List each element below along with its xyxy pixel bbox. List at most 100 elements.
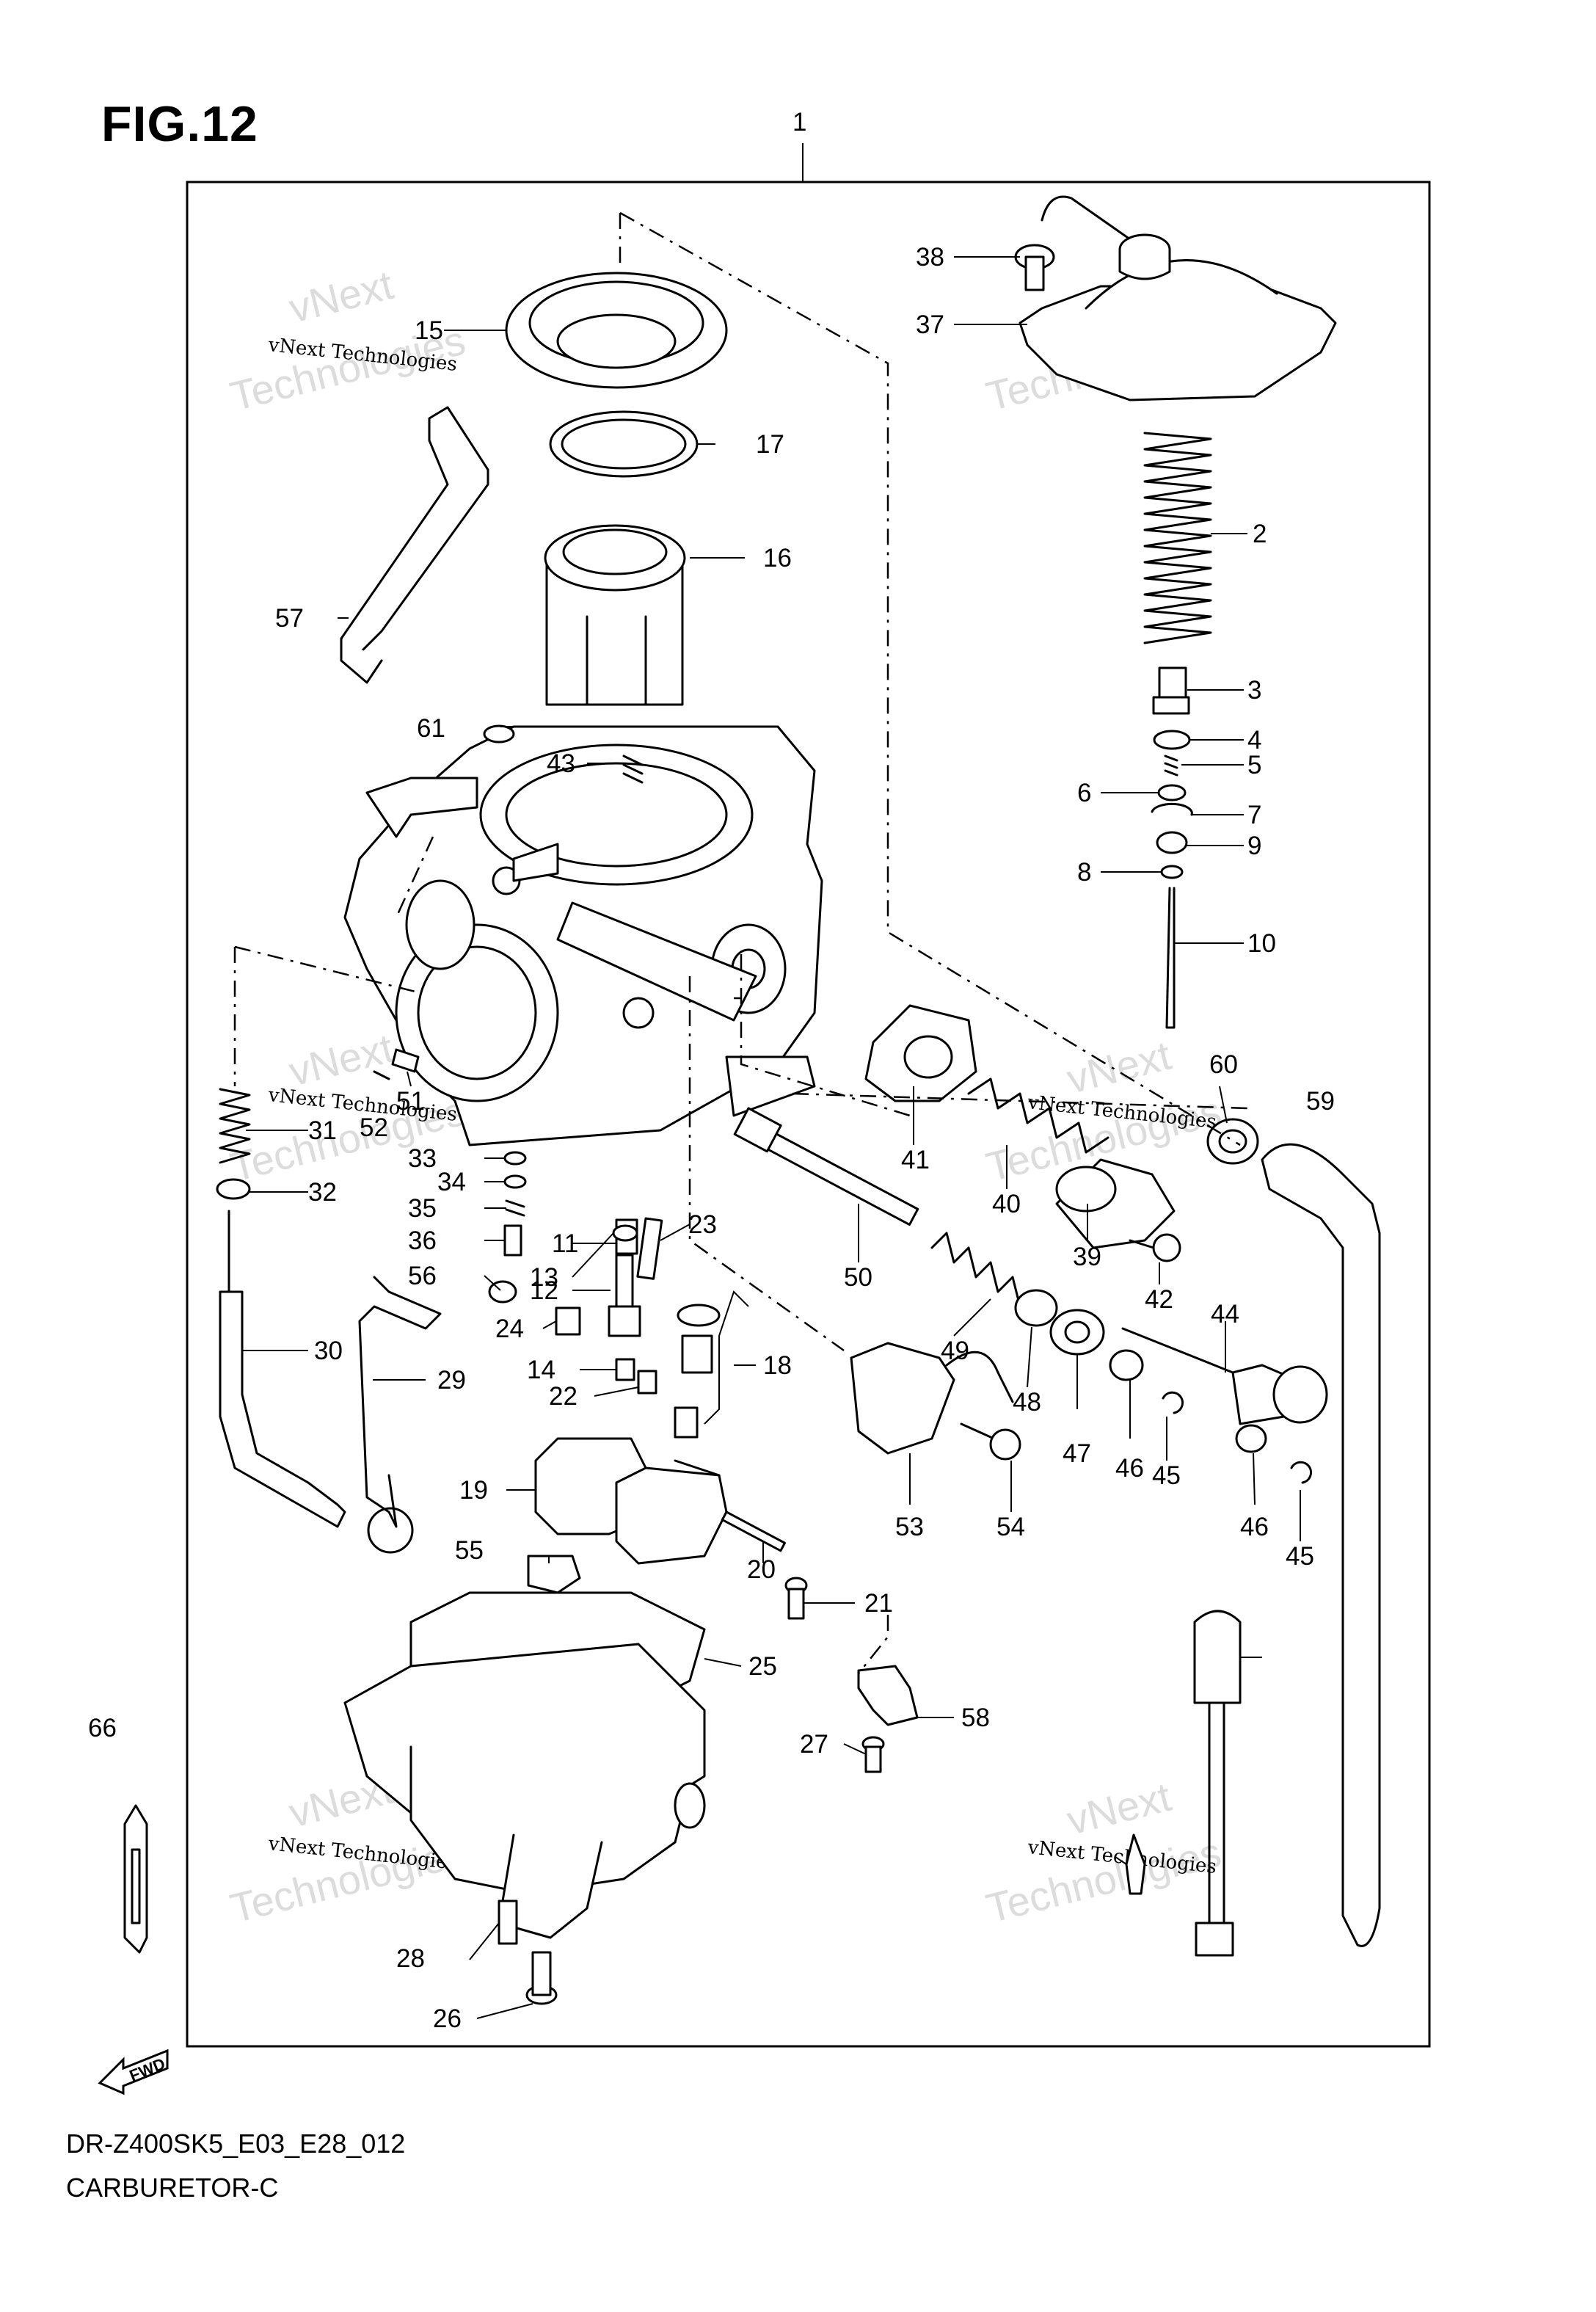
part-spring-40 bbox=[967, 1077, 1109, 1154]
callout-43: 43 bbox=[547, 749, 575, 778]
part-cable-30 bbox=[219, 1210, 414, 1554]
callout-12: 12 bbox=[530, 1276, 558, 1305]
part-clip-45b bbox=[1290, 1461, 1312, 1484]
callout-19: 19 bbox=[459, 1476, 488, 1505]
callout-55: 54 bbox=[996, 1513, 1025, 1541]
part-spring-31 bbox=[219, 1088, 251, 1164]
assembly-guides bbox=[233, 211, 1248, 1674]
callout-28: 28 bbox=[396, 1944, 425, 1973]
part-oring-13 bbox=[612, 1224, 638, 1242]
callout-3: 3 bbox=[1247, 676, 1261, 705]
callout-32: 32 bbox=[308, 1178, 337, 1207]
assembly-name: CARBURETOR-C bbox=[66, 2173, 279, 2203]
part-jet-14 bbox=[615, 1358, 635, 1381]
model-code: DR-Z400SK5_E03_E28_012 bbox=[66, 2129, 406, 2159]
parts-drawing bbox=[123, 195, 1381, 2005]
callout-54: 53 bbox=[895, 1513, 924, 1541]
part-clamp-59 bbox=[857, 1665, 919, 1726]
callout-2: 2 bbox=[1253, 520, 1267, 548]
callout-18: 18 bbox=[763, 1351, 792, 1380]
callout-14: 14 bbox=[527, 1356, 555, 1384]
part-oring-49 bbox=[1014, 1289, 1058, 1327]
callout-15: 15 bbox=[415, 316, 443, 345]
part-screw-55 bbox=[960, 1422, 1021, 1461]
part-washer-47 bbox=[1109, 1349, 1144, 1381]
callout-16: 16 bbox=[763, 544, 792, 572]
callout-45-a: 45 bbox=[1152, 1461, 1181, 1490]
callout-41: 41 bbox=[901, 1146, 930, 1174]
part-spring-43 bbox=[622, 755, 644, 784]
callout-13: 13 bbox=[530, 1263, 558, 1292]
part-oring-33 bbox=[503, 1151, 527, 1166]
callout-10: 10 bbox=[1247, 929, 1276, 958]
callout-39: 39 bbox=[1073, 1243, 1101, 1271]
callout-8: 8 bbox=[1077, 858, 1091, 887]
part-clip-45a bbox=[1162, 1391, 1184, 1414]
callout-20: 20 bbox=[747, 1555, 776, 1584]
callout-52: 51 bbox=[396, 1087, 425, 1116]
part-carburetor-body bbox=[343, 725, 823, 1146]
part-lever-44 bbox=[1121, 1327, 1328, 1425]
part-screw-22 bbox=[637, 1370, 657, 1395]
callout-37: 37 bbox=[916, 310, 944, 339]
callout-56: 55 bbox=[455, 1536, 484, 1565]
callout-5: 5 bbox=[1247, 751, 1261, 779]
callout-labels: 1 15 17 16 57 61 43 38 37 2 3 4 5 6 7 9 … bbox=[88, 108, 1335, 2033]
part-spring-2 bbox=[1143, 432, 1212, 644]
part-needle-stack bbox=[1151, 666, 1193, 1029]
callout-22: 22 bbox=[549, 1382, 577, 1411]
callout-51: 50 bbox=[844, 1263, 872, 1292]
part-sensor-66 bbox=[1193, 1610, 1242, 1957]
callout-4: 4 bbox=[1247, 726, 1261, 755]
part-clip-56 bbox=[527, 1555, 581, 1594]
part-strap-63-64-slot bbox=[131, 1848, 141, 1924]
callout-23: 23 bbox=[688, 1210, 717, 1239]
callout-1: 1 bbox=[792, 108, 806, 137]
callout-9: 9 bbox=[1247, 832, 1261, 860]
callout-33: 33 bbox=[408, 1144, 437, 1173]
fwd-arrow-icon: FWD bbox=[98, 2049, 169, 2095]
part-jet-12b bbox=[608, 1305, 641, 1337]
callout-29: 29 bbox=[437, 1366, 466, 1395]
part-spring-35 bbox=[505, 1199, 525, 1217]
part-throttle-slide-16 bbox=[544, 524, 686, 706]
watermark-big-text: vNext bbox=[285, 261, 398, 332]
part-sensor-54 bbox=[850, 1342, 1014, 1455]
part-washer-46 bbox=[1235, 1424, 1267, 1453]
callout-24: 24 bbox=[495, 1315, 524, 1343]
callout-57: 56 bbox=[408, 1262, 437, 1290]
callout-38: 38 bbox=[916, 243, 944, 272]
callout-36: 36 bbox=[408, 1226, 437, 1255]
part-hose-58 bbox=[340, 406, 489, 662]
callout-60: 59 bbox=[1306, 1087, 1335, 1116]
part-jet-23 bbox=[636, 1217, 663, 1280]
diagram-frame bbox=[186, 181, 1431, 2048]
part-washer-34 bbox=[503, 1174, 527, 1189]
callout-58: 57 bbox=[275, 604, 304, 633]
callout-27: 27 bbox=[800, 1730, 828, 1759]
part-spring-50 bbox=[930, 1232, 1021, 1308]
watermark-big-text: vNext bbox=[1063, 1773, 1176, 1844]
part-screw-21 bbox=[784, 1577, 808, 1620]
part-screw-42 bbox=[1129, 1233, 1181, 1262]
callout-45-b: 45 bbox=[1286, 1542, 1314, 1571]
part-jet-24 bbox=[555, 1306, 581, 1336]
part-pin-20 bbox=[721, 1511, 786, 1552]
callout-63-64: 66 bbox=[88, 1714, 117, 1742]
callout-35: 35 bbox=[408, 1194, 437, 1223]
callout-11: 11 bbox=[552, 1229, 578, 1258]
part-wire-29 bbox=[358, 1276, 442, 1528]
callout-47: 46 bbox=[1115, 1454, 1144, 1483]
part-screw-26 bbox=[525, 1951, 558, 2005]
part-oring-62 bbox=[483, 724, 515, 744]
callout-59: 58 bbox=[961, 1704, 990, 1732]
callout-61: 60 bbox=[1209, 1050, 1238, 1079]
callout-62: 61 bbox=[417, 714, 445, 743]
callout-49: 48 bbox=[1013, 1388, 1041, 1417]
part-nut-48 bbox=[1049, 1309, 1105, 1356]
callout-42: 42 bbox=[1145, 1285, 1173, 1314]
watermark-big-text: vNext bbox=[1063, 1032, 1176, 1102]
callout-26: 26 bbox=[433, 2004, 462, 2033]
part-valve-18 bbox=[674, 1304, 721, 1439]
